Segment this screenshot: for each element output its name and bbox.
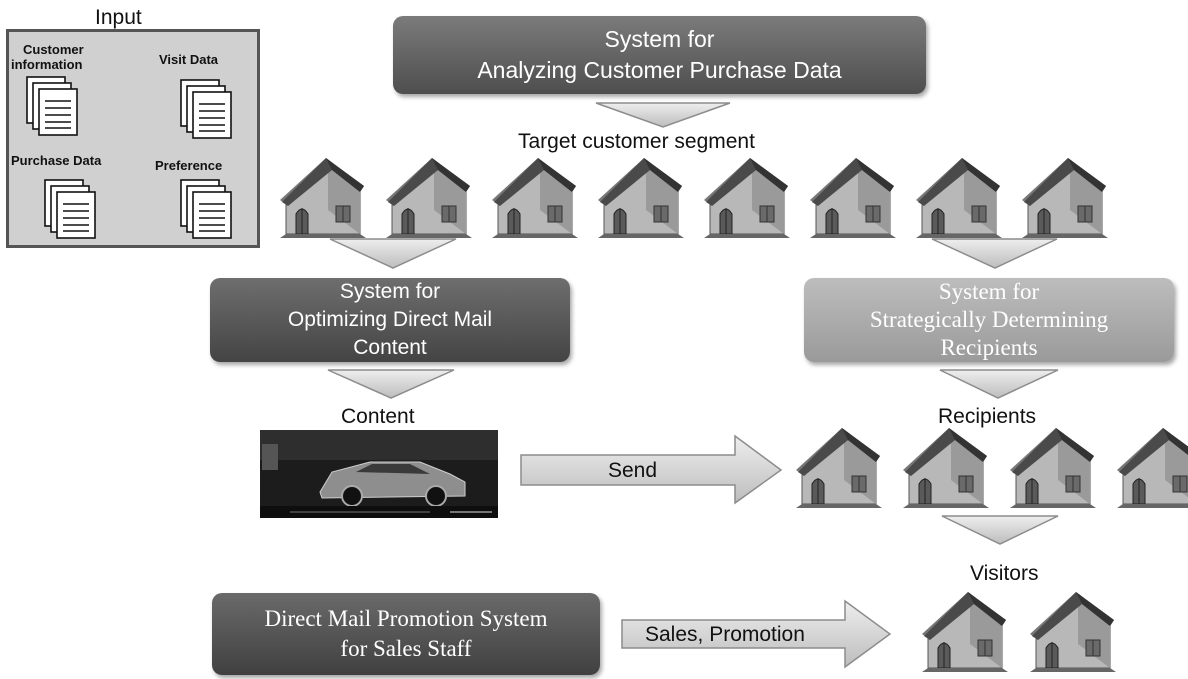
- down-arrow-recipients: [931, 238, 1058, 269]
- input-title: Input: [95, 6, 142, 29]
- optimize-line2: Optimizing Direct Mail: [287, 308, 493, 331]
- recipient-house-icon: [899, 426, 989, 510]
- down-arrow-optimize: [329, 238, 457, 269]
- customer-document-icon: [26, 76, 78, 136]
- car-icon: [260, 430, 498, 518]
- recipient-house-icon: [1006, 426, 1096, 510]
- optimize-system-box: System for Optimizing Direct Mail Conten…: [210, 278, 570, 362]
- visit-document-icon: [180, 79, 232, 139]
- send-arrow: [520, 434, 783, 505]
- optimize-line3: Content: [353, 336, 427, 359]
- recipients-line3: Recipients: [940, 335, 1038, 360]
- segment-house-icon: [276, 156, 366, 240]
- preference-label: Preference: [155, 158, 223, 173]
- down-arrow-analyze: [595, 102, 731, 128]
- visitor-house-icon: [918, 590, 1008, 674]
- sales-promotion-label: Sales, Promotion: [645, 623, 805, 646]
- purchase-data-label: Purchase Data: [11, 153, 102, 168]
- analyze-line2: Analyzing Customer Purchase Data: [477, 57, 842, 83]
- segment-house-icon: [488, 156, 578, 240]
- analyze-system-box: System for Analyzing Customer Purchase D…: [393, 16, 926, 94]
- sales-arrow: [621, 599, 892, 669]
- promotion-line2: for Sales Staff: [340, 636, 472, 661]
- segment-house-icon: [912, 156, 1002, 240]
- direct-mail-content-image: [260, 430, 498, 518]
- customer-information-line1: Customer: [23, 42, 84, 57]
- recipients-line1: System for: [938, 279, 1040, 304]
- content-label: Content: [341, 405, 415, 428]
- customer-information-line2: information: [11, 57, 83, 72]
- preference-document-icon: [180, 179, 232, 239]
- visit-data-label: Visit Data: [159, 52, 219, 67]
- down-arrow-content: [327, 369, 455, 399]
- segment-house-icon: [1018, 156, 1108, 240]
- segment-house-icon: [594, 156, 684, 240]
- segment-house-icon: [382, 156, 472, 240]
- recipient-house-icon: [1113, 426, 1188, 510]
- customer-information-label: Customer information: [11, 42, 84, 72]
- analyze-line1: System for: [604, 26, 715, 52]
- input-panel: Customer information Visit Data Purchase…: [6, 29, 260, 248]
- down-arrow-visitors: [941, 515, 1059, 545]
- send-label: Send: [608, 459, 658, 482]
- recipients-system-box: System for Strategically Determining Rec…: [804, 278, 1174, 362]
- recipient-house-icon: [792, 426, 882, 510]
- down-arrow-recipient-select: [939, 369, 1059, 399]
- purchase-document-icon: [44, 179, 96, 239]
- segment-house-icon: [806, 156, 896, 240]
- visitor-house-icon: [1026, 590, 1116, 674]
- recipients-label: Recipients: [938, 405, 1037, 428]
- segment-house-icon: [700, 156, 790, 240]
- optimize-line1: System for: [339, 280, 441, 303]
- promotion-line1: Direct Mail Promotion System: [264, 606, 548, 631]
- recipients-line2: Strategically Determining: [869, 307, 1109, 332]
- visitors-label: Visitors: [970, 562, 1039, 585]
- target-segment-label: Target customer segment: [518, 130, 755, 153]
- promotion-system-box: Direct Mail Promotion System for Sales S…: [212, 593, 600, 675]
